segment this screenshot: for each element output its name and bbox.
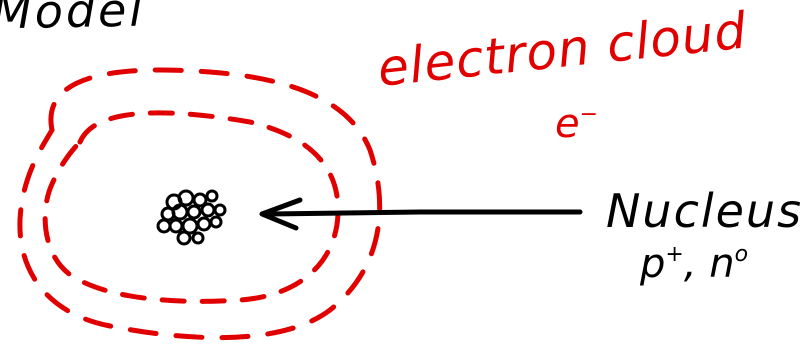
- neutron-charge: o: [734, 242, 749, 267]
- proton-symbol: p: [640, 241, 666, 287]
- proton-charge: +: [665, 242, 684, 267]
- nucleus-particles-label: p+, no: [640, 241, 749, 287]
- electron-symbol: e: [555, 101, 580, 147]
- nucleus-pointer-line: [267, 209, 583, 217]
- nucleus-cluster: [156, 189, 227, 246]
- electron-charge: −: [579, 102, 599, 127]
- nucleus-label: Nucleus: [606, 184, 804, 238]
- electron-symbol-label: e−: [555, 101, 599, 147]
- electron-cloud-outer: [17, 67, 383, 341]
- nucleus-pointer-arrowhead: [259, 197, 303, 231]
- neutron-symbol: n: [709, 241, 735, 287]
- particle-separator: ,: [683, 241, 710, 287]
- page-title: Model: [0, 0, 146, 40]
